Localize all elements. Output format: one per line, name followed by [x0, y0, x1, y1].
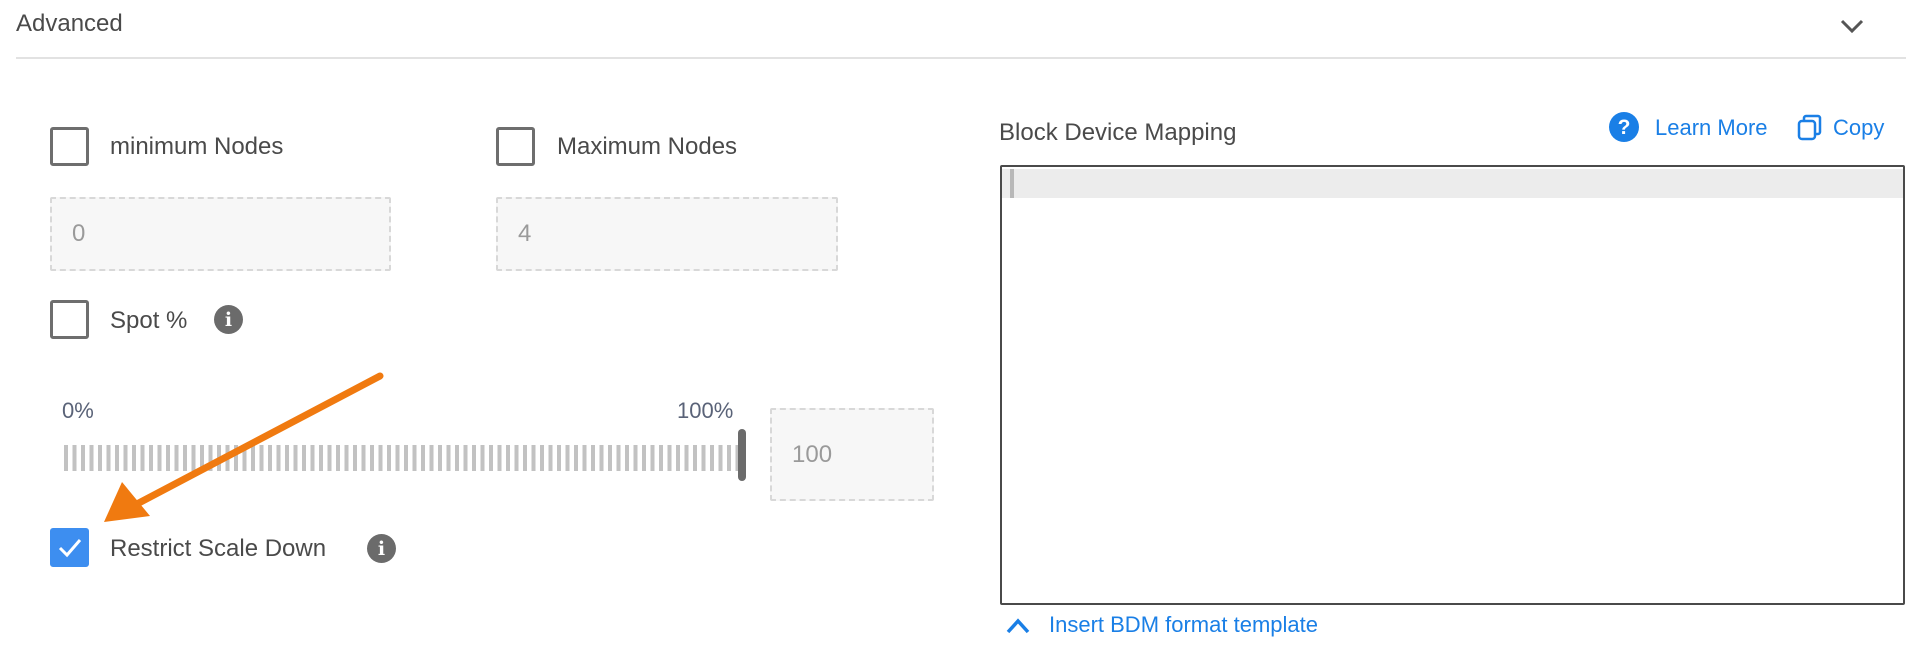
maximum-nodes-input[interactable]: 4: [496, 197, 838, 271]
spot-label: Spot %: [110, 307, 188, 334]
learn-more-link[interactable]: Learn More: [1655, 115, 1768, 140]
restrict-scale-down-label: Restrict Scale Down: [110, 535, 327, 562]
svg-text:?: ?: [1618, 116, 1631, 139]
spot-slider-track[interactable]: [64, 445, 742, 471]
minimum-nodes-input[interactable]: 0: [50, 197, 391, 271]
maximum-nodes-label: Maximum Nodes: [557, 133, 738, 160]
copy-button[interactable]: Copy: [1833, 115, 1885, 140]
slider-min-label: 0%: [62, 398, 94, 423]
copy-icon[interactable]: [1797, 114, 1823, 142]
checkmark-icon: [58, 539, 82, 558]
bdm-editor[interactable]: [1000, 165, 1905, 605]
chevron-up-icon[interactable]: [1005, 616, 1033, 636]
restrict-scale-down-checkbox[interactable]: [50, 528, 89, 567]
maximum-nodes-checkbox[interactable]: [496, 127, 535, 166]
slider-max-label: 100%: [677, 398, 734, 423]
info-icon[interactable]: i: [367, 534, 396, 563]
chevron-down-icon[interactable]: [1838, 14, 1866, 38]
bdm-title: Block Device Mapping: [999, 119, 1237, 146]
info-icon[interactable]: i: [214, 305, 243, 334]
help-icon[interactable]: ?: [1608, 111, 1640, 143]
spot-checkbox[interactable]: [50, 300, 89, 339]
minimum-nodes-label: minimum Nodes: [110, 133, 284, 160]
section-title[interactable]: Advanced: [16, 10, 123, 37]
editor-active-line: [1002, 169, 1903, 198]
divider: [16, 57, 1906, 59]
insert-bdm-template-link[interactable]: Insert BDM format template: [1049, 612, 1318, 637]
spot-value-input[interactable]: 100: [770, 408, 934, 501]
spot-slider-thumb[interactable]: [738, 429, 746, 481]
minimum-nodes-checkbox[interactable]: [50, 127, 89, 166]
editor-cursor: [1010, 169, 1014, 198]
